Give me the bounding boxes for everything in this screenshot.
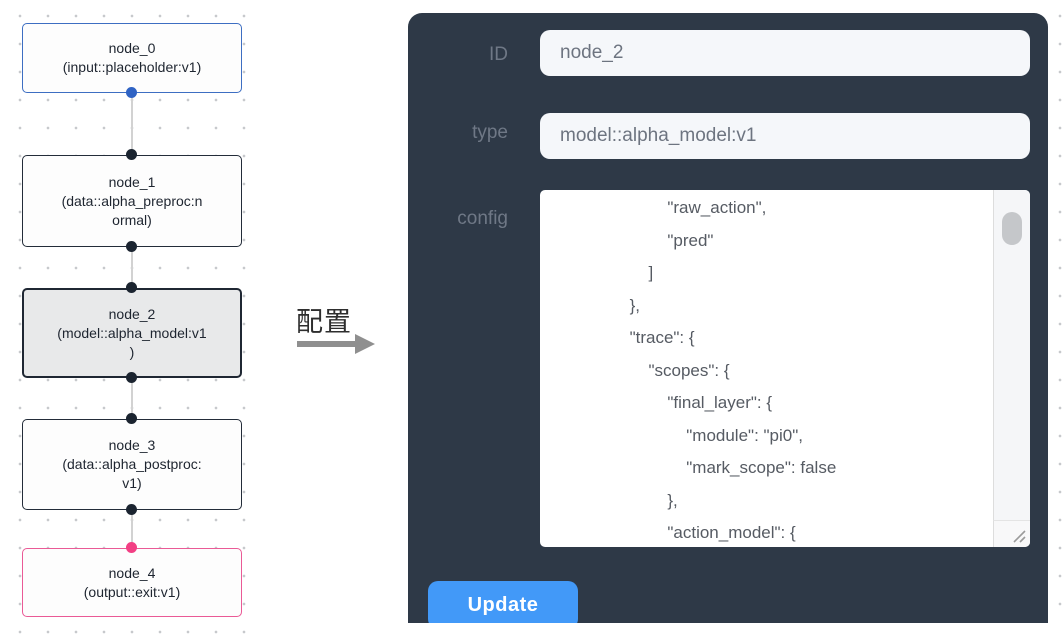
node2-output-handle[interactable]	[126, 372, 137, 383]
flow-node-node4[interactable]: node_4 (output::exit:v1)	[22, 548, 242, 617]
node3-output-handle[interactable]	[126, 504, 137, 515]
edge-node2-node3	[131, 378, 133, 419]
config-scrollbar-track[interactable]	[993, 190, 1030, 520]
configure-annotation-label: 配置	[296, 307, 352, 337]
flow-node-node2-selected[interactable]: node_2 (model::alpha_model:v1 )	[22, 288, 242, 378]
flow-node-node3[interactable]: node_3 (data::alpha_postproc: v1)	[22, 419, 242, 510]
edge-node1-node2	[131, 247, 133, 288]
update-button[interactable]: Update	[428, 581, 578, 623]
node2-input-handle[interactable]	[126, 282, 137, 293]
config-json-content[interactable]: "raw_action", "pred" ] }, "trace": { "sc…	[629, 198, 837, 542]
node0-output-handle[interactable]	[126, 87, 137, 98]
right-arrow-icon	[297, 341, 355, 347]
config-scrollbar-thumb[interactable]	[1002, 212, 1022, 245]
flow-node-node0[interactable]: node_0 (input::placeholder:v1)	[22, 23, 242, 93]
node3-input-handle[interactable]	[126, 413, 137, 424]
flow-node-node1[interactable]: node_1 (data::alpha_preproc:n ormal)	[22, 155, 242, 247]
id-input[interactable]: node_2	[540, 30, 1030, 76]
node1-input-handle[interactable]	[126, 149, 137, 160]
right-arrow-head-icon	[355, 334, 375, 354]
id-field-label: ID	[489, 44, 508, 65]
edge-node0-node1	[131, 93, 133, 155]
type-field-label: type	[472, 122, 508, 143]
node1-output-handle[interactable]	[126, 241, 137, 252]
node4-input-handle[interactable]	[126, 542, 137, 553]
node-config-panel: ID node_2 type model::alpha_model:v1 con…	[408, 13, 1048, 623]
resize-grip-icon	[1013, 530, 1026, 543]
edge-node3-node4	[131, 510, 133, 548]
config-textarea[interactable]: "raw_action", "pred" ] }, "trace": { "sc…	[540, 190, 1030, 547]
config-field-label: config	[457, 208, 508, 229]
flow-canvas[interactable]: node_0 (input::placeholder:v1) node_1 (d…	[0, 0, 264, 643]
textarea-resize-grip[interactable]	[993, 520, 1030, 547]
type-input[interactable]: model::alpha_model:v1	[540, 113, 1030, 159]
